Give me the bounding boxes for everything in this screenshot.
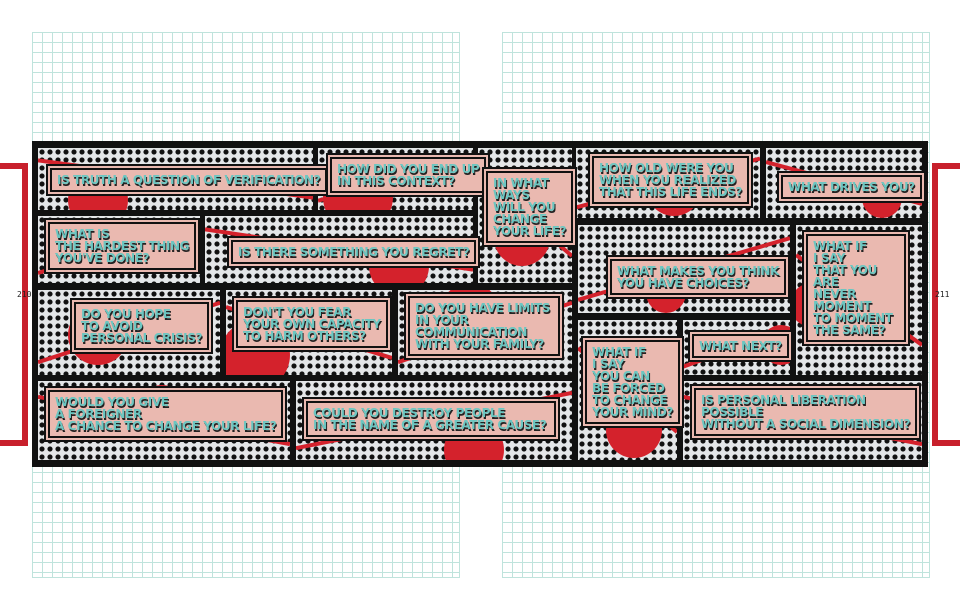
right-page-number: 211	[935, 290, 950, 299]
right-red-bracket	[932, 163, 960, 446]
question-bubble: Do you hope to avoid personal crisis?	[74, 302, 210, 350]
question-bubble: Is truth a question of verification?	[50, 168, 328, 192]
question-bubble: What if I say you can be forced to chang…	[585, 340, 680, 424]
question-bubble: Is personal liberation possible without …	[694, 388, 918, 436]
question-bubble: How old were you when you realized that …	[592, 156, 749, 204]
question-bubble: What if I say that you are never moment …	[806, 234, 906, 342]
question-bubble: What next?	[692, 334, 789, 358]
question-bubble: What makes you think you have choices?	[610, 259, 786, 295]
question-bubble: Do you have limits in your communication…	[408, 296, 560, 356]
question-bubble: What drives you?	[781, 175, 922, 199]
left-red-bracket	[0, 163, 28, 446]
question-bubble: Is there something you regret?	[231, 240, 477, 264]
question-bubble: How did you end up in this context?	[330, 157, 487, 193]
left-page-number: 210	[17, 290, 32, 299]
question-bubble: Would you give a foreigner a chance to c…	[48, 390, 284, 438]
question-bubble: Could you destroy people in the name of …	[306, 401, 556, 437]
question-bubble: Don't you fear your own capacity to harm…	[236, 300, 388, 348]
question-bubble: In what ways will you change your life?	[486, 171, 574, 243]
question-bubble: What is the hardest thing you've done?	[48, 222, 197, 270]
